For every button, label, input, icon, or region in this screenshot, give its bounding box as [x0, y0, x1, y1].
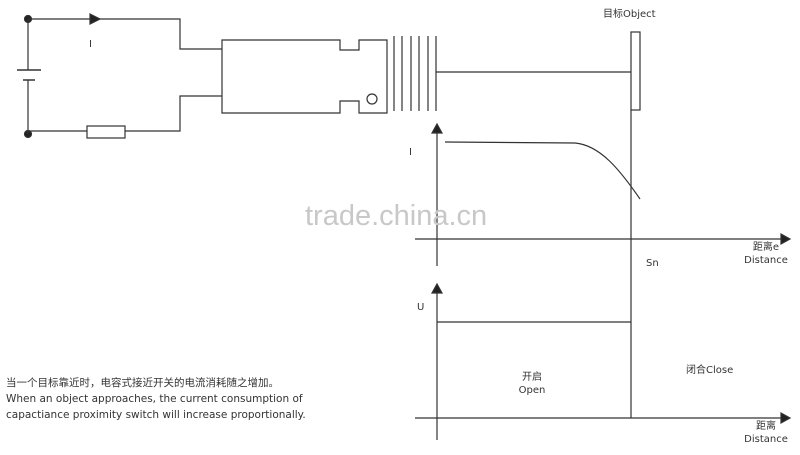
watermark: trade.china.cn [305, 200, 488, 232]
current-arrow-icon [89, 13, 102, 25]
circuit-current-label: I [89, 39, 92, 50]
y-axis-arrow-icon [430, 122, 444, 134]
sensing-plates [393, 36, 437, 111]
object-label: 目标Object [603, 9, 656, 20]
circuit [17, 13, 641, 418]
top-wire [28, 18, 222, 50]
target-object [630, 31, 641, 111]
indicator-led-icon [366, 93, 378, 105]
description-en-line1: When an object approaches, the current c… [6, 393, 303, 405]
description-en-line2: capactiance proximity switch will increa… [6, 409, 306, 421]
x-axis-arrow-icon [780, 411, 792, 425]
current-x-label-cn: 距离e [752, 242, 780, 253]
sn-label: Sn [646, 258, 659, 269]
voltage-y-label: U [417, 302, 425, 313]
close-label: 闭合Close [686, 365, 734, 376]
current-curve [444, 141, 641, 200]
battery-icon [17, 69, 41, 81]
current-y-label: I [409, 147, 412, 158]
y-axis-arrow-icon [430, 282, 444, 294]
sensor-body [221, 39, 388, 114]
current-x-label-en: Distance [744, 255, 788, 266]
voltage-x-label-cn: 距离 [756, 421, 776, 432]
bottom-wire [28, 95, 222, 132]
resistor-icon [86, 125, 126, 139]
description-cn: 当一个目标靠近时，电容式接近开关的电流消耗随之增加。 [6, 377, 279, 389]
voltage-graph [415, 282, 792, 440]
open-label-en: Open [518, 385, 546, 396]
description: 当一个目标靠近时，电容式接近开关的电流消耗随之增加。 When an objec… [6, 375, 306, 423]
current-graph [415, 122, 792, 266]
x-axis-arrow-icon [780, 232, 792, 246]
voltage-x-label-en: Distance [744, 434, 788, 445]
open-label-cn: 开启 [522, 372, 542, 383]
